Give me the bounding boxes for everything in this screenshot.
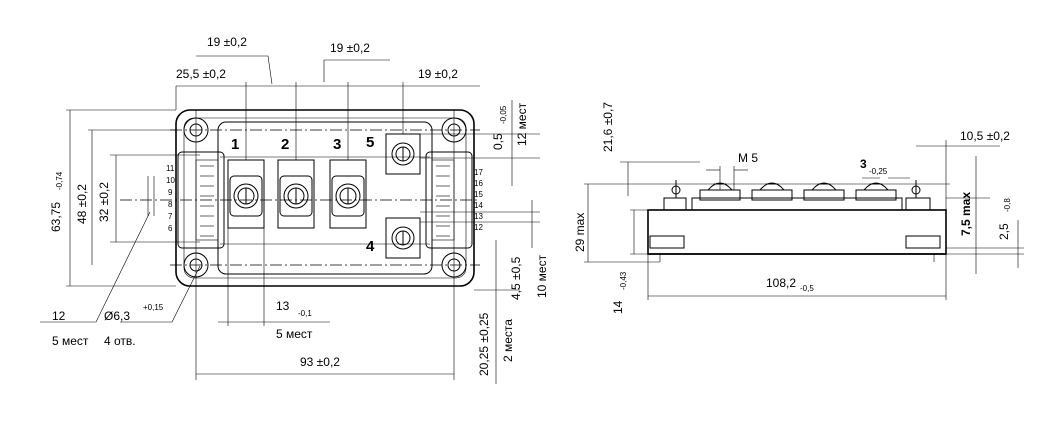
pin-number: 14 xyxy=(474,201,483,210)
screw-terminal xyxy=(803,182,845,201)
dim-2025: 20,25 ±0,25 xyxy=(477,312,491,376)
right-pin-strip xyxy=(431,159,455,241)
terminal-label: 3 xyxy=(333,136,341,153)
dim-2025-places: 2 места xyxy=(501,319,515,362)
dim-pitch-mid: 19 ±0,2 xyxy=(330,41,370,55)
module-outline xyxy=(175,109,475,287)
dim-hole-count: 4 отв. xyxy=(104,334,136,348)
terminal-2 xyxy=(277,159,315,229)
dim-height-tol: -0,74 xyxy=(55,171,64,190)
terminal-5 xyxy=(385,133,421,175)
dim-3: 3 xyxy=(860,157,867,171)
pin-number: 15 xyxy=(474,190,483,199)
terminal-label: 4 xyxy=(366,238,375,255)
dim-offset: 25,5 ±0,2 xyxy=(176,67,226,81)
pin-number: 16 xyxy=(474,179,483,188)
dim-29max: 29 max xyxy=(573,213,587,252)
dim-93: 93 ±0,2 xyxy=(300,355,340,369)
dim-45: 4,5 ±0,5 xyxy=(509,256,523,300)
pin-number: 9 xyxy=(168,188,173,197)
screw-terminal xyxy=(751,182,793,201)
dim-14: 14 xyxy=(611,300,625,314)
dim-105: 10,5 ±0,2 xyxy=(960,129,1010,143)
dim-25: 2,5 xyxy=(997,223,1011,240)
dim-45-places: 10 мест xyxy=(535,254,549,298)
dim-12-places: 5 мест xyxy=(52,334,89,348)
dim-25-tol: -0,8 xyxy=(1003,198,1012,212)
dim-48: 48 ±0,2 xyxy=(75,184,89,224)
top-view: 1 2 3 5 4 11 10 9 8 7 6 17 16 15 14 13 1… xyxy=(40,35,549,384)
pin-number: 8 xyxy=(168,200,173,209)
dim-75max: 7,5 max xyxy=(959,192,973,236)
dim-1082: 108,2 xyxy=(766,276,796,290)
pin-number: 17 xyxy=(474,168,483,177)
dim-pitch-top: 19 ±0,2 xyxy=(207,35,247,49)
terminal-4 xyxy=(385,217,421,259)
terminal-1 xyxy=(227,159,265,229)
dim-3-tol: -0,25 xyxy=(869,167,888,176)
module-side-body xyxy=(647,209,947,255)
dim-32: 32 ±0,2 xyxy=(97,182,111,222)
dim-13-places: 5 мест xyxy=(276,327,313,341)
pin-number: 10 xyxy=(166,176,175,185)
dim-05-tol: -0,05 xyxy=(499,105,508,124)
dim-m5: М 5 xyxy=(738,151,758,165)
dim-14-tol: -0,43 xyxy=(619,271,628,290)
pin-number: 13 xyxy=(474,212,483,221)
dim-05-places: 12 мест xyxy=(515,102,529,146)
dim-12-count: 12 xyxy=(52,309,66,323)
terminal-label: 5 xyxy=(366,134,374,151)
pin-number: 12 xyxy=(474,223,483,232)
terminal-label: 1 xyxy=(231,136,239,153)
pin-number: 11 xyxy=(166,164,175,173)
pin-number: 7 xyxy=(168,212,173,221)
left-pin-strip xyxy=(195,159,219,241)
dim-216: 21,6 ±0,7 xyxy=(601,102,615,152)
dim-pitch-right: 19 ±0,2 xyxy=(418,67,458,81)
terminal-3 xyxy=(329,159,367,229)
dim-hole: Ø6,3 xyxy=(104,309,130,323)
terminal-label: 2 xyxy=(281,136,289,153)
dim-hole-tol: +0,15 xyxy=(143,303,164,312)
dim-13-tol: -0,1 xyxy=(298,309,312,318)
screw-terminal xyxy=(855,182,897,201)
side-view: 21,6 ±0,7 29 max 14 -0,43 М 5 3 -0,25 10… xyxy=(573,102,1024,314)
dim-05: 0,5 xyxy=(491,133,505,150)
dim-height: 63,75 xyxy=(49,202,63,232)
dim-1082-tol: -0,5 xyxy=(800,284,814,293)
dim-13: 13 xyxy=(276,299,290,313)
pin-number: 6 xyxy=(168,224,173,233)
